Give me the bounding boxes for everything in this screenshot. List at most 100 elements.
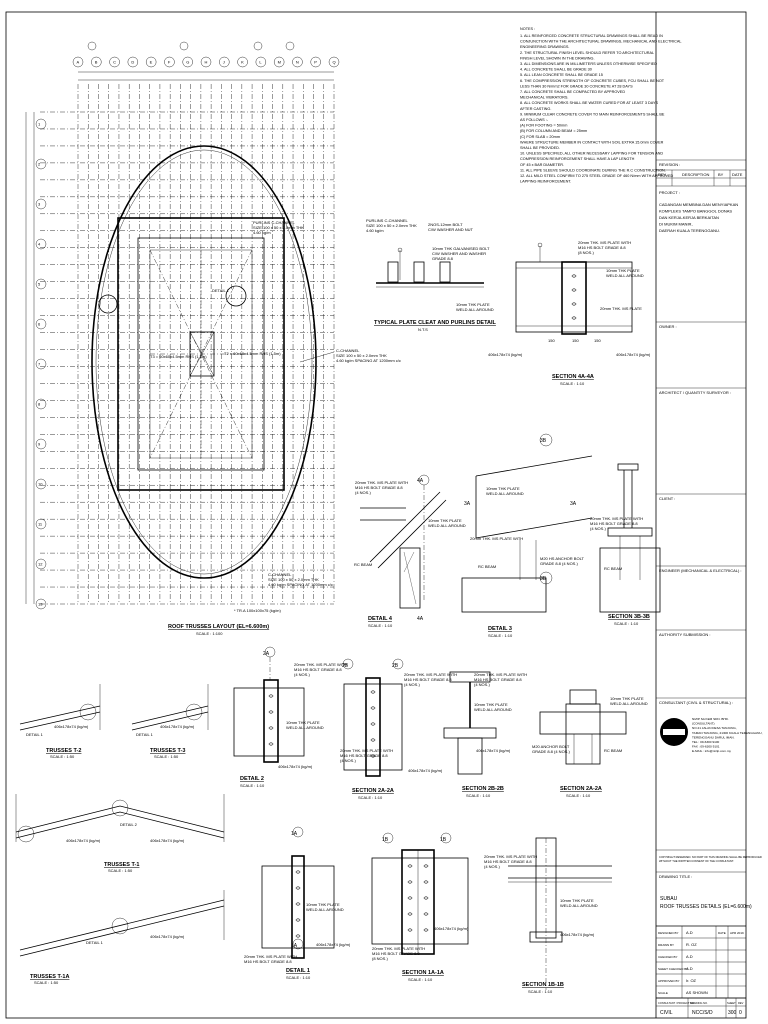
rev-col-date: DATE xyxy=(732,172,743,177)
detail-3-label-c: 20mm THK. MS PLATE WITH xyxy=(470,536,523,541)
detail-4-tag-top: 4A xyxy=(417,478,424,484)
section-2a-nos-label: (4 NOS.) xyxy=(404,682,420,687)
detail-4: 4A 4A 20mm THK. MS PLATE WITH M16 HS BOL… xyxy=(354,474,466,628)
revision-heading: REVISION : xyxy=(659,162,680,167)
consultant-line: FAX : 09-6300 9101 xyxy=(692,745,720,749)
note-line: 5. ALL LEAN CONCRETE SHALL BE GRADE 15 xyxy=(520,73,603,77)
copyright-line-2: WITHOUT THE WRITTEN CONSENT OF THE CONSU… xyxy=(659,859,734,863)
detail-tag-label: DETAIL 1 xyxy=(212,288,230,293)
note-line: 9. MINIMUM CLEAR CONCRETE COVER TO MAIN … xyxy=(520,112,665,116)
purlin-cchannel-spacing: 4.60 kg/m SPACING AT 1200mm c/c xyxy=(336,358,401,363)
meta-value: R. OZ xyxy=(686,942,697,947)
section-4a-label-d: 10mm THK PLATE xyxy=(606,268,640,273)
grid-bubble-left xyxy=(35,398,47,410)
grid-bubble-upper xyxy=(285,41,295,51)
typical-plate-cleat-purlin-detail: PURLINS C-CHANNEL SIZE 100 x 50 x 2.0mm … xyxy=(366,218,497,332)
note-line: LAPPING REINFORCEMENT. xyxy=(520,180,571,184)
section-1b-weld-all: WELD ALL AROUND xyxy=(560,903,598,908)
truss-t1-scale: SCALE : 1:50 xyxy=(108,868,133,873)
section-2a-scale: SCALE : 1:10 xyxy=(358,795,383,800)
note-line: 4. ALL CONCRETE SHALL BE GRADE 30 xyxy=(520,68,592,72)
detail-1-scale: SCALE : 1:10 xyxy=(286,975,311,980)
grid-bubble-left xyxy=(35,158,47,170)
rev-col-by: BY xyxy=(718,172,724,177)
footer-col-drawing: DRAWING NO. xyxy=(690,1001,708,1005)
drawing-title-line-1: SUBAU xyxy=(660,896,678,902)
meta-label: SCALE xyxy=(658,991,668,995)
grid-label-top: J xyxy=(223,60,225,65)
grid-bubble-left xyxy=(35,558,47,570)
detail-4-label-a: 20mm THK. MS PLATE WITH xyxy=(355,480,408,485)
grid-bubble-top xyxy=(91,56,102,68)
section-1a-scale: SCALE : 1:10 xyxy=(408,977,433,982)
section-1a-1a: 1B 1B 406x178x74 (kg/m) 20mm THK. MS PLA… xyxy=(371,832,469,982)
grid-bubble-left xyxy=(35,318,47,330)
purlin-label-e: C/W WASHER AND NUT xyxy=(428,227,474,232)
truss-t1a-title: TRUSSES T-1A xyxy=(30,974,69,980)
grid-bubble-top xyxy=(292,56,303,68)
note-line: 10. UNLESS SPECIFIED, ALL OTHER NECESSAR… xyxy=(520,152,663,156)
detail-1-tag-top: 1A xyxy=(291,831,298,837)
grid-label-top: L xyxy=(259,60,262,65)
grid-label-top: B xyxy=(95,60,98,65)
consultant-line: NO.21 JALAN DESA TANJUNG, xyxy=(692,726,737,730)
consultant-line: TERENGGANU DARUL IMAN. xyxy=(692,735,735,739)
grid-label-left: 7 xyxy=(38,362,41,367)
meta-value: A.D xyxy=(686,954,693,959)
meta-label: CHECKED BY xyxy=(658,955,678,959)
layout-scale-marker: * TR.A 100x100x75 (kg/m) xyxy=(234,608,282,613)
section-2a-plate-label: 20mm THK. MS PLATE WITH xyxy=(404,672,457,677)
truss-elevations: TRUSSES T-2 SCALE : 1:50 406x178x74 (kg/… xyxy=(15,684,225,985)
meta-label: APPROVED BY xyxy=(658,979,680,983)
consultant-line: TEL : 09-6300 9100 xyxy=(692,740,720,744)
grid-bubble-left xyxy=(35,598,47,610)
section-2a-base-anchor: M20 ANCHOR BOLT xyxy=(532,744,570,749)
section-2a-tag-left: 2B xyxy=(342,663,349,669)
detail-4-title: DETAIL 4 xyxy=(368,616,393,622)
meta-label-2: DATE xyxy=(718,931,726,935)
truss-t1-member-left: 406x178x74 (kg/m) xyxy=(66,838,101,843)
truss-t1a-tag: DETAIL 1 xyxy=(86,940,104,945)
inner-truss-frame xyxy=(137,237,265,471)
detail-4-label-d: 10mm THK PLATE xyxy=(428,518,462,523)
grid-label-top: N xyxy=(296,60,299,65)
roof-cchannel-weight: 4.60 kg/m xyxy=(253,230,271,235)
grid-bubble-upper xyxy=(179,41,189,51)
consultant-heading: CONSULTANT (CIVIL & STRUCTURAL) : xyxy=(659,700,733,705)
grid-label-left: 11 xyxy=(38,522,43,527)
section-2a-base-rc: RC BEAM xyxy=(604,748,622,753)
meta-value-2: APR 2019 xyxy=(730,931,744,935)
grid-label-left: 12 xyxy=(38,562,43,567)
grid-bubble-left xyxy=(35,478,47,490)
detail-1-title: DETAIL 1 xyxy=(286,968,310,974)
truss-t3-scale: SCALE : 1:50 xyxy=(154,754,179,759)
grid-label-top: M xyxy=(278,60,281,65)
grid-label-top: D xyxy=(131,60,134,65)
truss-t3-tag: DETAIL 1 xyxy=(136,732,154,737)
purlin-label-h: GRADE 8.8 xyxy=(432,256,454,261)
note-line: LESS THAN 30 N/mm2 FOR GRADE 30 CONCRETE… xyxy=(520,84,633,88)
section-1b-weld-plate: 10mm THK PLATE xyxy=(560,898,594,903)
note-line: CONJUNCTION WITH THE ARCHITECTURAL DRAWI… xyxy=(520,40,682,44)
meta-label: DESIGNED BY xyxy=(658,931,679,935)
note-line: 8. ALL CONCRETE WORKS SHALL BE WATER CUR… xyxy=(520,101,659,105)
note-line: 11. ALL PIPE SLEEVE SHOULD COORDINATE DU… xyxy=(520,168,666,172)
footer-val-sheet: 300 xyxy=(728,1010,737,1016)
section-1a-title: SECTION 1A-1A xyxy=(402,970,444,976)
grid-label-left: 3 xyxy=(38,202,41,207)
grid-bubble-top xyxy=(219,56,230,68)
truss-t3-member: 406x178x74 (kg/m) xyxy=(160,724,195,729)
truss-callout-circle xyxy=(98,294,118,314)
grid-bubble-top xyxy=(200,56,212,68)
section-2b-title: SECTION 2B-2B xyxy=(462,786,504,792)
layout-scale: SCALE : 1:100 xyxy=(196,631,223,636)
outer-truss-frame xyxy=(117,217,285,491)
section-2a-base-anchor-grade: GRADE 8.8 (4 NOS.) xyxy=(532,749,570,754)
section-2a-base-scale: SCALE : 1:10 xyxy=(566,793,591,798)
detail-2-scale: SCALE : 1:10 xyxy=(240,783,265,788)
detail-3-label-a: 10mm THK PLATE xyxy=(486,486,520,491)
bottom-cchannel-spacing: 4.60 kg/m SPACING AT 1200mm c/c xyxy=(268,582,333,587)
purlin-label-g: C/W WASHER AND WASHER xyxy=(432,251,486,256)
grid-bubble-top xyxy=(273,56,285,68)
